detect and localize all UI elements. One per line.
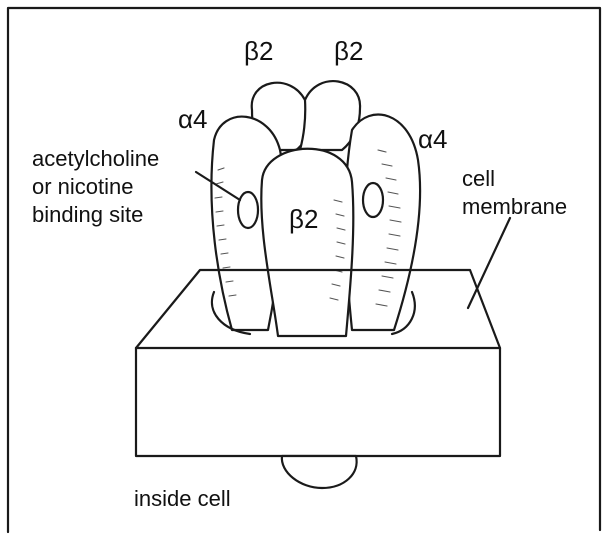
label-binding-site-line2: or nicotine: [32, 174, 134, 199]
label-beta2-center: β2: [289, 204, 318, 234]
membrane-front-face: [136, 348, 500, 456]
label-beta2-top-right: β2: [334, 36, 363, 66]
label-binding-site-line1: acetylcholine: [32, 146, 159, 171]
label-alpha4-right: α4: [418, 124, 448, 154]
label-inside-cell: inside cell: [134, 486, 231, 511]
receptor-intracellular-domain: [282, 456, 357, 488]
label-beta2-top-left: β2: [244, 36, 273, 66]
label-membrane-line2: membrane: [462, 194, 567, 219]
label-membrane-line1: cell: [462, 166, 495, 191]
binding-site-right: [363, 183, 383, 217]
subunit-alpha4-right: [345, 115, 420, 330]
label-alpha4-left: α4: [178, 104, 208, 134]
binding-site-left: [238, 192, 258, 228]
membrane-leader: [468, 218, 510, 308]
label-binding-site-line3: binding site: [32, 202, 143, 227]
